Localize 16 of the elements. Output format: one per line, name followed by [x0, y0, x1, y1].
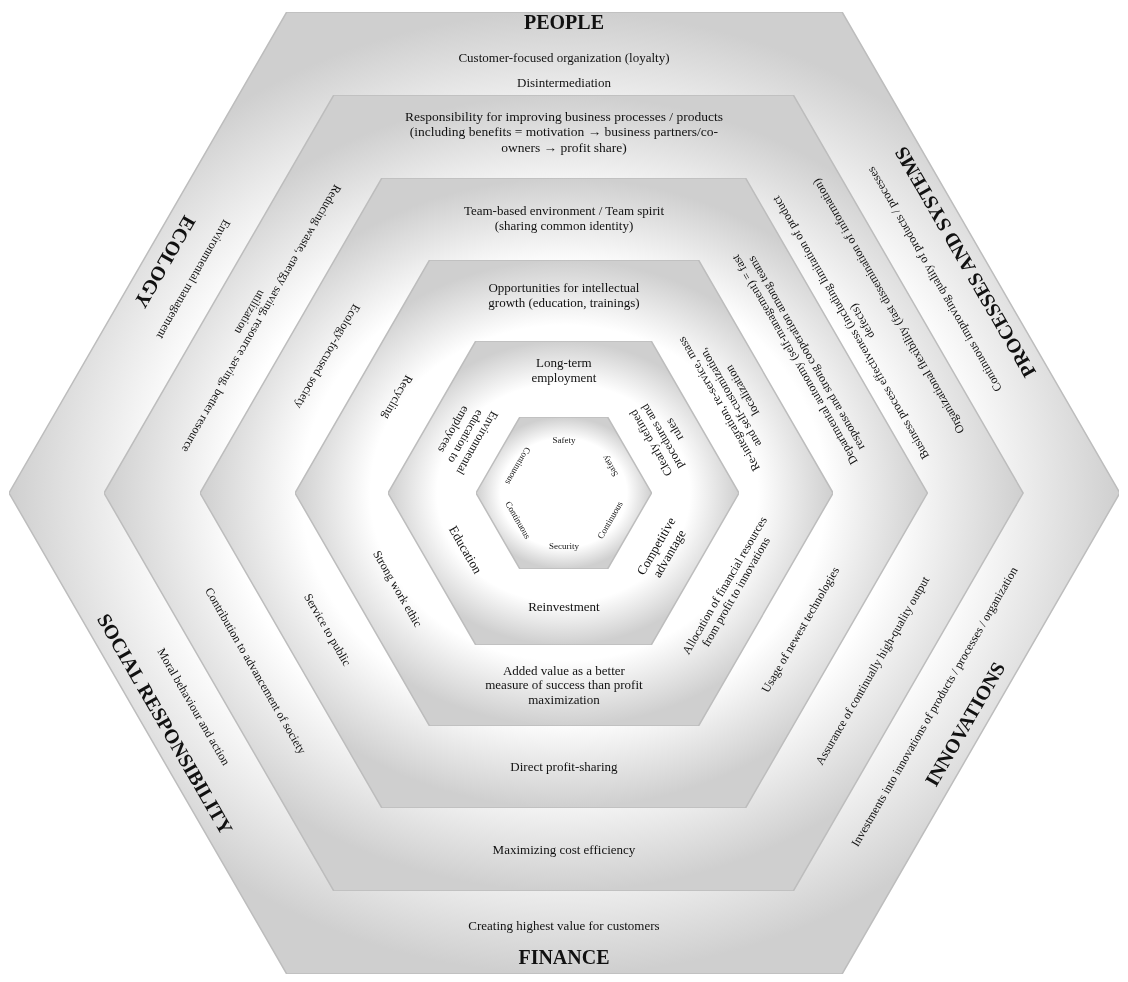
section-heading: FINANCE	[517, 946, 611, 969]
section-heading: PEOPLE	[523, 10, 605, 34]
layer-text: Reinvestment	[527, 599, 601, 615]
layer-text: Direct profit-sharing	[509, 759, 619, 775]
layer-text: Opportunities for intellectual growth (education, trainings)	[487, 281, 641, 311]
layer-text: Creating highest value for customers	[467, 918, 661, 934]
layer-text: Long-term employment	[530, 356, 598, 386]
layer-text: Added value as a better measure of success than profit maximization	[484, 663, 644, 708]
layer-text: Disintermediation	[516, 76, 612, 91]
hexagon-layer	[8, 12, 1120, 974]
layer-text: Customer-focused organization (loyalty)	[457, 50, 671, 65]
layer-text: Responsibility for improving business processes / products (including benefits = motivation → business partners/co-owners → profit share)	[404, 109, 724, 155]
layer-text: Safety	[551, 434, 577, 445]
layer-text: Security	[547, 541, 580, 552]
layer-text: Team-based environment / Team spirit (sharing common identity)	[462, 204, 665, 234]
layer-text: Maximizing cost efficiency	[491, 842, 637, 857]
